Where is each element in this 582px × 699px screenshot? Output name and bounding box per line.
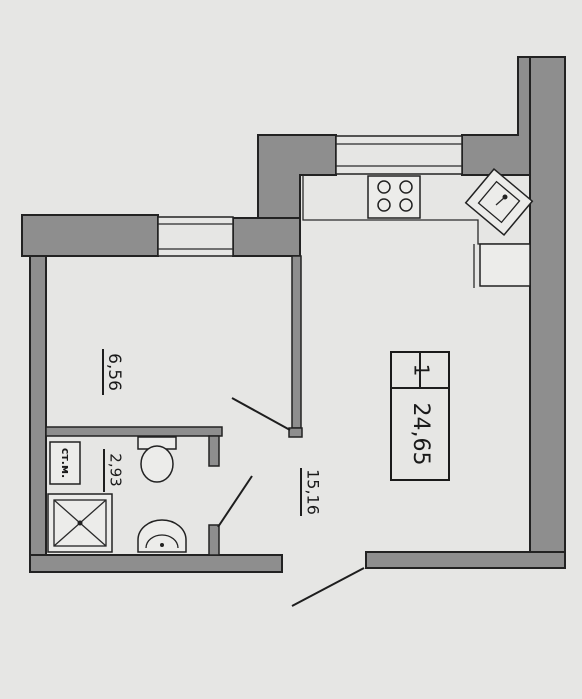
bathroom-area: 2,93 bbox=[107, 453, 125, 486]
partition-bathroom-top bbox=[45, 426, 223, 437]
room-left-area: 6,56 bbox=[104, 353, 124, 391]
main-room-area: 15,16 bbox=[304, 469, 323, 515]
wall-left bbox=[29, 255, 47, 573]
washbasin bbox=[137, 519, 187, 553]
shower-tray bbox=[47, 493, 113, 553]
toilet-label: ст.м. bbox=[59, 448, 72, 478]
wall-top-junction bbox=[232, 217, 301, 257]
toilet bbox=[137, 436, 177, 483]
partition-bathroom-post bbox=[208, 435, 220, 467]
kitchen-sink bbox=[464, 168, 534, 236]
partition-bathroom-post-bottom bbox=[208, 524, 220, 556]
door-left-room bbox=[231, 397, 291, 431]
apartment-area: 24,65 bbox=[408, 403, 433, 466]
wall-bottom-left bbox=[29, 554, 283, 573]
partition-vertical bbox=[291, 255, 302, 429]
window-top bbox=[335, 135, 463, 175]
apartment-rooms: 1 bbox=[410, 364, 434, 377]
wall-top-left bbox=[21, 214, 159, 257]
partition-post bbox=[288, 427, 303, 438]
window-left-room bbox=[157, 216, 234, 257]
wall-bottom-right bbox=[365, 551, 566, 569]
door-entrance bbox=[291, 567, 365, 607]
appliance-box bbox=[479, 243, 531, 287]
door-bathroom bbox=[217, 475, 253, 528]
wall-top-right bbox=[461, 56, 531, 176]
apartment-summary: 1 24,65 bbox=[390, 351, 450, 481]
stove bbox=[367, 175, 421, 219]
toilet-label-box bbox=[49, 441, 81, 485]
